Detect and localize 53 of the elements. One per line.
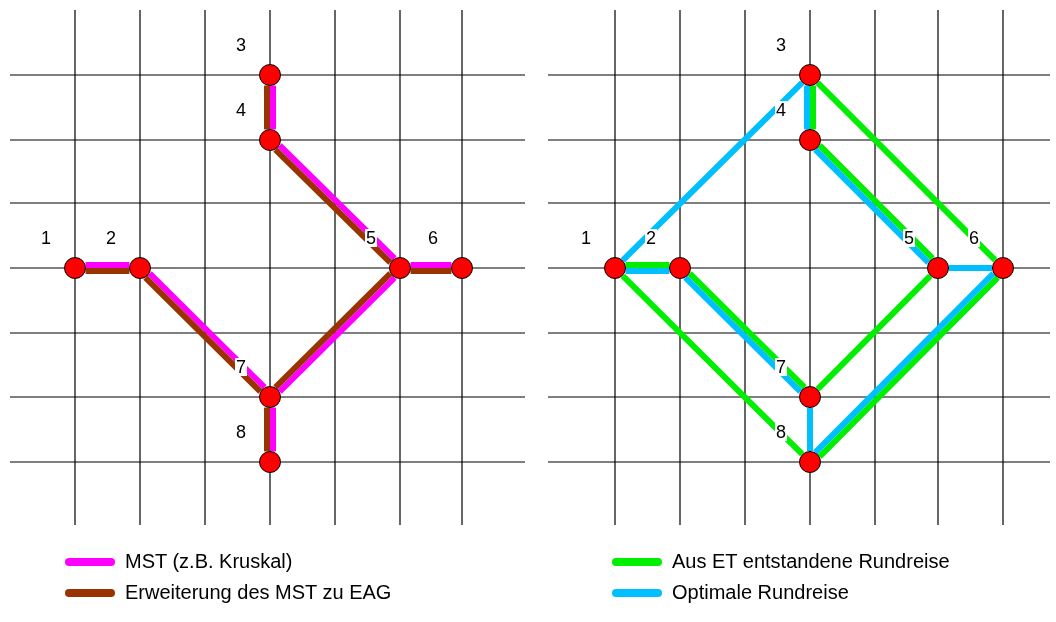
- vertex-number: 7: [775, 358, 787, 376]
- vertex-number: 1: [40, 229, 52, 247]
- graph-edge: [949, 265, 992, 271]
- graph-edge: [270, 85, 276, 130]
- graph-edge: [410, 262, 452, 268]
- graph-edge: [264, 85, 270, 130]
- vertex-number: 3: [775, 36, 787, 54]
- vertex-circle: [259, 64, 281, 86]
- vertex-number: 5: [365, 229, 377, 247]
- vertex-circle: [927, 257, 949, 279]
- vertex-number: 4: [775, 101, 787, 119]
- vertex-circle: [669, 257, 691, 279]
- vertex-number: 6: [968, 229, 980, 247]
- vertex-number: 8: [235, 423, 247, 441]
- legend-text: Erweiterung des MST zu EAG: [125, 581, 392, 604]
- vertex-circle: [799, 129, 821, 151]
- graph-edge: [85, 262, 130, 268]
- vertex-circle: [799, 386, 821, 408]
- vertex-circle: [259, 129, 281, 151]
- graph-edge: [85, 268, 130, 274]
- vertex-circle: [64, 257, 86, 279]
- graph-edge: [815, 80, 998, 263]
- graph-edge: [620, 80, 805, 263]
- vertex-circle: [604, 257, 626, 279]
- graph-edge: [625, 268, 670, 274]
- graph-edge: [804, 85, 810, 130]
- vertex-number: 4: [235, 101, 247, 119]
- graph-edge: [270, 407, 276, 452]
- vertex-circle: [799, 64, 821, 86]
- vertex-number: 6: [427, 229, 439, 247]
- graph-edge: [810, 85, 816, 130]
- graph-edge: [815, 273, 933, 392]
- vertex-number: 3: [235, 36, 247, 54]
- graph-edge: [625, 262, 670, 268]
- vertex-circle: [389, 257, 411, 279]
- graph-edge: [264, 407, 270, 452]
- vertex-number: 2: [645, 229, 657, 247]
- vertex-circle: [259, 451, 281, 473]
- vertex-number: 2: [105, 229, 117, 247]
- graph-edge: [410, 268, 452, 274]
- vertex-circle: [799, 451, 821, 473]
- vertex-number: 7: [235, 358, 247, 376]
- vertex-number: 5: [903, 229, 915, 247]
- vertex-number: 8: [775, 423, 787, 441]
- legend-text: Aus ET entstandene Rundreise: [672, 550, 950, 573]
- vertex-circle: [129, 257, 151, 279]
- graph-edge: [620, 273, 805, 457]
- vertex-circle: [992, 257, 1014, 279]
- vertex-number: 1: [580, 229, 592, 247]
- legend-text: MST (z.B. Kruskal): [125, 550, 293, 573]
- vertex-circle: [451, 257, 473, 279]
- graph-edge: [807, 408, 813, 451]
- legend-text: Optimale Rundreise: [672, 581, 849, 604]
